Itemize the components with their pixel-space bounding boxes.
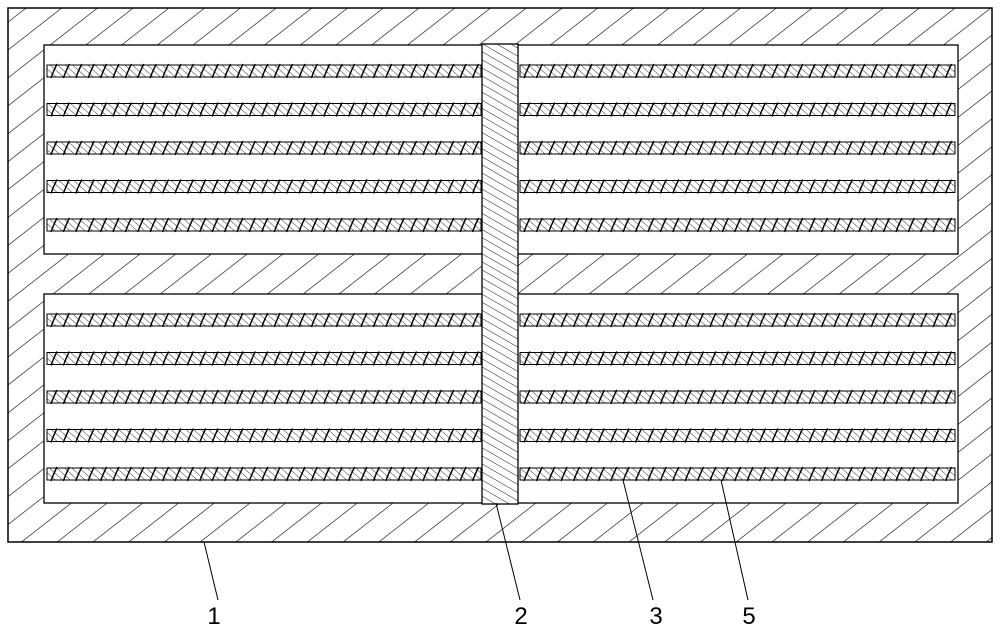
rod-thread bbox=[523, 389, 953, 405]
rod-thread bbox=[50, 140, 480, 156]
threaded-rod bbox=[519, 428, 956, 443]
threaded-rod bbox=[46, 102, 482, 117]
threaded-rod bbox=[46, 217, 482, 233]
threaded-rod bbox=[519, 389, 956, 405]
rod-thread bbox=[50, 389, 480, 405]
rod-thread bbox=[50, 217, 480, 233]
leader-line-5 bbox=[720, 479, 749, 601]
rod-thread bbox=[523, 466, 953, 482]
rod-thread bbox=[50, 351, 480, 366]
rod-thread bbox=[50, 466, 480, 482]
threaded-rod bbox=[46, 179, 482, 194]
rod-thread bbox=[523, 63, 953, 79]
threaded-rod bbox=[519, 63, 956, 79]
callout-label-2: 2 bbox=[514, 603, 527, 630]
rod-thread bbox=[50, 428, 480, 443]
threaded-rod bbox=[519, 102, 956, 117]
threaded-rod bbox=[519, 140, 956, 156]
leader-line-2 bbox=[495, 502, 521, 601]
rod-thread bbox=[523, 179, 953, 194]
threaded-rod bbox=[519, 351, 956, 366]
rod-thread bbox=[50, 102, 480, 117]
callout-label-3: 3 bbox=[649, 603, 662, 630]
threaded-rods bbox=[46, 63, 956, 482]
rod-thread bbox=[50, 63, 480, 79]
callout-labels: 1 2 3 5 bbox=[207, 603, 755, 630]
callout-label-5: 5 bbox=[742, 603, 755, 630]
threaded-rod bbox=[519, 466, 956, 482]
rod-thread bbox=[523, 140, 953, 156]
threaded-rod bbox=[46, 63, 482, 79]
rod-thread bbox=[523, 102, 953, 117]
callout-label-1: 1 bbox=[207, 603, 220, 630]
threaded-rod bbox=[519, 217, 956, 233]
leader-lines bbox=[203, 479, 749, 601]
rod-thread bbox=[523, 217, 953, 233]
threaded-rod bbox=[519, 179, 956, 194]
threaded-rod bbox=[46, 351, 482, 366]
rod-thread bbox=[523, 428, 953, 443]
rod-thread bbox=[523, 351, 953, 366]
rod-thread bbox=[50, 179, 480, 194]
threaded-rod bbox=[46, 389, 482, 405]
threaded-rod bbox=[46, 140, 482, 156]
leader-line-1 bbox=[203, 541, 219, 601]
rod-thread bbox=[523, 312, 953, 328]
center-divider bbox=[481, 43, 519, 505]
threaded-rod bbox=[519, 312, 956, 328]
threaded-rod bbox=[46, 312, 482, 328]
leader-line-3 bbox=[622, 479, 654, 601]
rod-thread bbox=[50, 312, 480, 328]
threaded-rod bbox=[46, 466, 482, 482]
threaded-rod bbox=[46, 428, 482, 443]
